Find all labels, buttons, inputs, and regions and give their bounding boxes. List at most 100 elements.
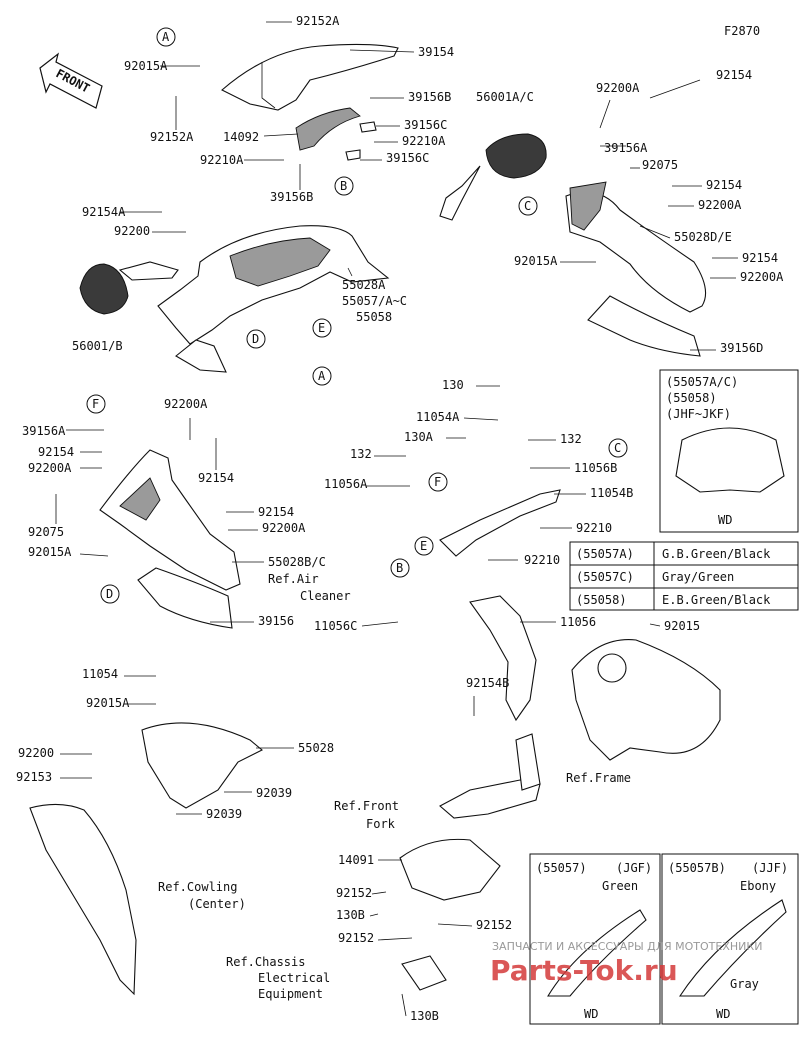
callout-marker: B [334,176,354,196]
reference-label: Fork [366,817,396,831]
part-number-label: 92154 [258,505,294,519]
upper-cowl-drawing [157,225,390,373]
panel-caption: WD [716,1007,730,1021]
part-number-label: 92015A [28,545,72,559]
part-number-label: 56001A/C [476,90,534,104]
undercover-drawing [399,838,501,991]
color-code: (55057C) [576,570,634,584]
part-number-label: 11056B [574,461,617,475]
panel-right: (55057B) (JJF) Ebony Gray WD [661,853,799,1025]
variant-cowl-drawing [675,427,785,493]
reference-label: Ref.Air [268,572,319,586]
reference-label: Equipment [258,987,323,1001]
callout-letter: F [92,397,99,411]
part-number-label: 56001/B [72,339,123,353]
part-number-label: 11054 [82,667,118,681]
color-table: (55057A) G.B.Green/Black (55057C) Gray/G… [569,541,799,611]
part-number-label: 92154 [742,251,778,265]
callout-marker: A [156,27,176,47]
reference-label: Cleaner [300,589,351,603]
panel-color: Ebony [740,879,776,893]
cowling-center-drawing [29,803,137,996]
part-number-label: 92200A [698,198,742,212]
callout-letter: E [420,539,427,553]
part-number-label: 55028B/C [268,555,326,569]
part-number-label: 39156 [258,614,294,628]
windshield-drawing [221,43,399,111]
variant-line: (JHF~JKF) [666,407,731,421]
variant-box-frame [659,369,799,533]
part-number-label: 39156A [22,424,66,438]
variant-box: (55057A/C) (55058) (JHF~JKF) WD [666,375,785,527]
part-number-label: 11056C [314,619,357,633]
callout-letter: F [434,475,441,489]
leader-line [649,623,661,627]
part-number-label: 92075 [642,158,678,172]
color-name: G.B.Green/Black [662,547,771,561]
part-number-label: 55058 [356,310,392,324]
part-number-label: 92015A [124,59,168,73]
reference-label: Ref.Frame [566,771,631,785]
callout-marker: B [390,558,410,578]
panel-code: (55057B) [668,861,726,875]
panel-left: (55057) (JGF) Green WD [529,853,661,1025]
color-code: (55058) [576,593,627,607]
callout-marker: D [246,329,266,349]
part-number-label: 92200A [28,461,72,475]
part-number-label: 130B [336,908,365,922]
panel-caption: WD [584,1007,598,1021]
leader-line [361,621,399,627]
variant-caption: WD [718,513,732,527]
front-arrow-icon: FRONT [39,52,103,109]
leader-line [79,553,109,557]
part-number-label: 92210 [524,553,560,567]
reference-label: Ref.Chassis [226,955,305,969]
leader-lines [55,21,738,1017]
reference-label: Ref.Front [334,799,399,813]
part-number-label: 55028D/E [674,230,732,244]
part-number-label: 92210 [576,521,612,535]
part-number-label: 92200 [18,746,54,760]
part-number-label: 92039 [206,807,242,821]
part-number-label: 55057/A~C [342,294,407,308]
watermark-text: ЗАПЧАСТИ И АКСЕССУАРЫ ДЛЯ МОТОТЕХНИКИ [492,940,762,953]
part-number-label: 92154A [82,205,126,219]
part-number-label: 39156D [720,341,763,355]
color-code: (55057A) [576,547,634,561]
part-number-label: 92152A [296,14,340,28]
callout-letter: A [318,369,326,383]
front-fork-drawing [439,733,541,819]
part-number-label: 130 [442,378,464,392]
variant-line: (55058) [666,391,717,405]
part-number-label: 92154 [198,471,234,485]
part-number-label: 92200A [740,270,784,284]
windshield-trim-drawing [295,107,377,161]
leader-line [649,79,701,99]
part-number-label: 92210A [200,153,244,167]
callout-marker: C [608,438,628,458]
reference-label: Electrical [258,971,330,985]
part-number-label: 92200A [164,397,208,411]
part-number-label: 92200A [262,521,306,535]
callout-letter: B [396,561,403,575]
mirror-right-drawing [439,133,547,221]
part-number-label: 11056A [324,477,368,491]
callout-marker: F [86,394,106,414]
part-number-label: 92152A [150,130,194,144]
leader-line [463,417,499,421]
frame-drawing [571,639,721,761]
callout-marker: C [518,196,538,216]
panel-right-frame [661,853,799,1025]
part-number-label: 92039 [256,786,292,800]
figure-id: F2870 [724,24,760,38]
leader-line [349,49,415,53]
part-number-label: 92075 [28,525,64,539]
callout-marker: E [312,318,332,338]
part-number-label: 39156B [270,190,313,204]
stay-bracket-drawing [439,489,561,722]
part-number-label: 55028A [342,278,386,292]
color-table-frame [569,541,799,611]
